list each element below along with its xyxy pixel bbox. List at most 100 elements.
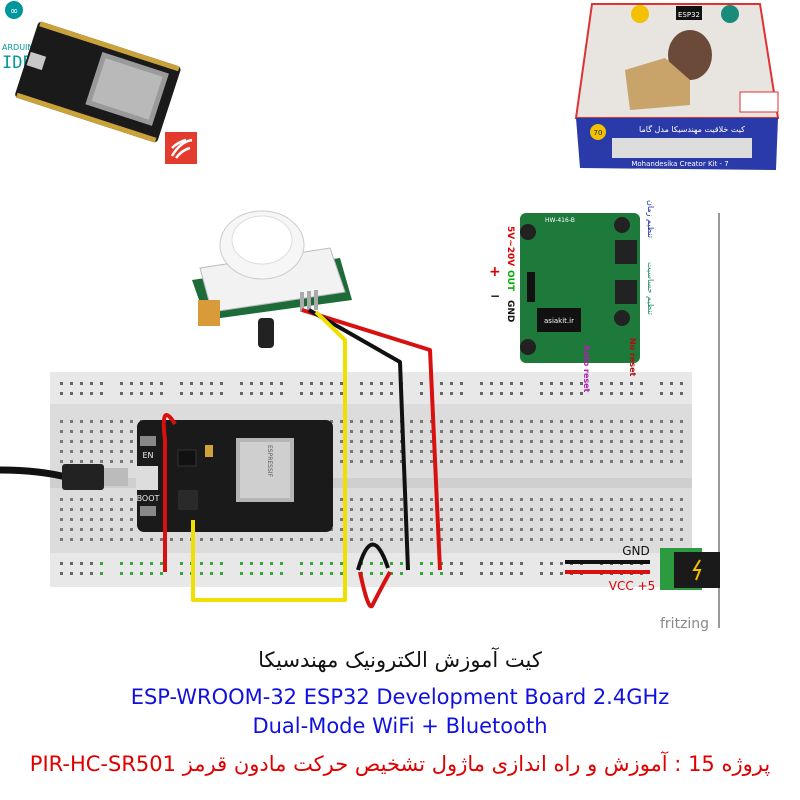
breadboard-hole — [60, 430, 63, 433]
breadboard-hole — [380, 460, 383, 463]
breadboard-hole — [300, 382, 303, 385]
breadboard-hole — [80, 382, 83, 385]
breadboard-hole — [490, 562, 493, 565]
breadboard-hole — [90, 518, 93, 521]
breadboard-hole — [260, 572, 263, 575]
breadboard-hole — [480, 420, 483, 423]
breadboard-hole — [450, 518, 453, 521]
breadboard-hole — [120, 538, 123, 541]
breadboard-hole — [640, 498, 643, 501]
breadboard-hole — [570, 450, 573, 453]
breadboard-hole — [410, 498, 413, 501]
breadboard-hole — [530, 498, 533, 501]
breadboard-hole — [640, 440, 643, 443]
breadboard-hole — [610, 460, 613, 463]
breadboard-hole — [240, 392, 243, 395]
breadboard-hole — [240, 562, 243, 565]
breadboard-hole — [610, 508, 613, 511]
breadboard-hole — [390, 572, 393, 575]
breadboard-hole — [650, 440, 653, 443]
breadboard-hole — [590, 440, 593, 443]
breadboard-hole — [510, 572, 513, 575]
breadboard-hole — [250, 572, 253, 575]
breadboard-hole — [430, 440, 433, 443]
breadboard-hole — [380, 392, 383, 395]
breadboard-hole — [130, 440, 133, 443]
breadboard-hole — [120, 392, 123, 395]
breadboard-hole — [80, 538, 83, 541]
breadboard-hole — [150, 562, 153, 565]
breadboard-hole — [340, 420, 343, 423]
breadboard-hole — [250, 382, 253, 385]
breadboard-hole — [370, 392, 373, 395]
breadboard-hole — [640, 450, 643, 453]
breadboard-hole — [270, 538, 273, 541]
breadboard-hole — [550, 508, 553, 511]
breadboard-hole — [660, 392, 663, 395]
breadboard-hole — [380, 382, 383, 385]
breadboard-hole — [610, 528, 613, 531]
breadboard-hole — [460, 528, 463, 531]
breadboard-hole — [530, 538, 533, 541]
breadboard-hole — [430, 460, 433, 463]
breadboard-hole — [70, 562, 73, 565]
breadboard-hole — [540, 538, 543, 541]
svg-text:تنظیم زمان: تنظیم زمان — [646, 200, 655, 238]
breadboard-hole — [360, 450, 363, 453]
breadboard-hole — [550, 382, 553, 385]
breadboard-hole — [130, 382, 133, 385]
breadboard-hole — [490, 572, 493, 575]
breadboard-hole — [370, 538, 373, 541]
breadboard-hole — [630, 382, 633, 385]
breadboard-hole — [610, 498, 613, 501]
breadboard-hole — [600, 450, 603, 453]
breadboard-hole — [510, 460, 513, 463]
breadboard-hole — [260, 382, 263, 385]
breadboard-hole — [600, 498, 603, 501]
breadboard-hole — [90, 508, 93, 511]
breadboard-hole — [590, 498, 593, 501]
breadboard-hole — [640, 538, 643, 541]
breadboard-hole — [310, 572, 313, 575]
breadboard-hole — [460, 538, 463, 541]
breadboard-hole — [420, 518, 423, 521]
breadboard-hole — [580, 430, 583, 433]
breadboard-hole — [340, 498, 343, 501]
breadboard-hole — [90, 382, 93, 385]
breadboard-hole — [560, 420, 563, 423]
breadboard-hole — [420, 382, 423, 385]
breadboard-hole — [220, 382, 223, 385]
breadboard-hole — [560, 572, 563, 575]
breadboard-hole — [380, 440, 383, 443]
breadboard-hole — [550, 498, 553, 501]
breadboard-hole — [290, 538, 293, 541]
breadboard-hole — [470, 508, 473, 511]
breadboard-hole — [410, 538, 413, 541]
fritzing-logo: fritzing — [660, 616, 709, 632]
breadboard-hole — [660, 460, 663, 463]
breadboard-hole — [460, 460, 463, 463]
breadboard-hole — [420, 538, 423, 541]
breadboard-hole — [510, 498, 513, 501]
breadboard-hole — [640, 420, 643, 423]
breadboard-hole — [300, 572, 303, 575]
breadboard-hole — [370, 460, 373, 463]
breadboard-hole — [260, 392, 263, 395]
breadboard-hole — [510, 392, 513, 395]
breadboard-hole — [350, 430, 353, 433]
svg-text:ARDUINO: ARDUINO — [2, 43, 40, 52]
breadboard-hole — [550, 430, 553, 433]
breadboard-hole — [480, 392, 483, 395]
breadboard-hole — [140, 572, 143, 575]
breadboard-hole — [460, 440, 463, 443]
breadboard-hole — [480, 518, 483, 521]
breadboard-hole — [610, 440, 613, 443]
breadboard-hole — [570, 460, 573, 463]
breadboard-hole — [240, 538, 243, 541]
breadboard-hole — [120, 572, 123, 575]
breadboard-hole — [80, 508, 83, 511]
breadboard-hole — [120, 528, 123, 531]
breadboard-hole — [590, 420, 593, 423]
svg-text:OUT: OUT — [505, 270, 515, 292]
breadboard-hole — [460, 508, 463, 511]
